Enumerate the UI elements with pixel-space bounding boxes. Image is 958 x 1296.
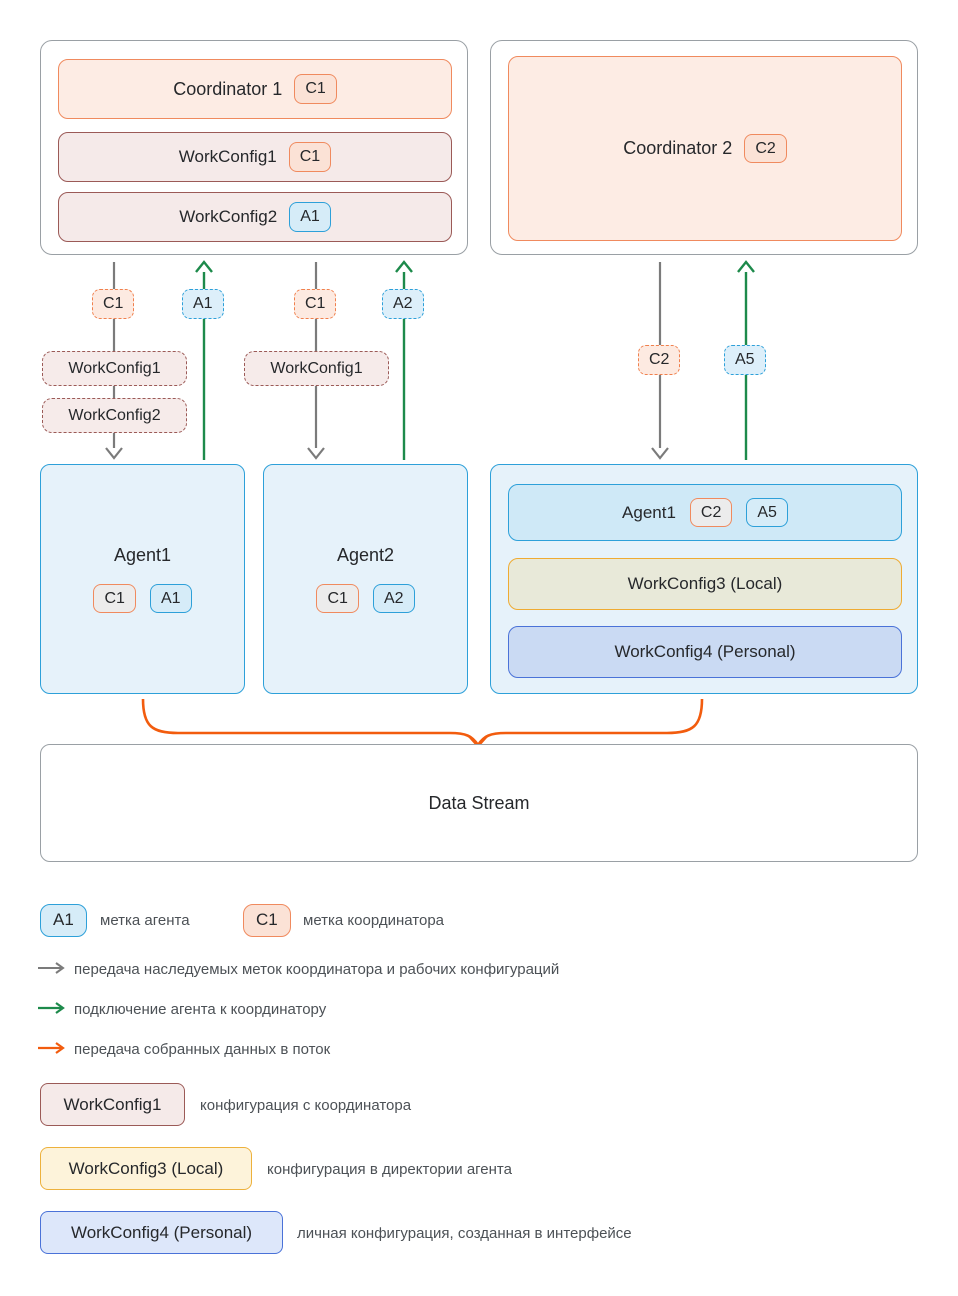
agent-group-agent-title: Agent1 bbox=[622, 502, 676, 522]
agent1-coordinator-tag-badge: C1 bbox=[93, 583, 136, 614]
orange-data-stream-arrow bbox=[141, 698, 704, 748]
flow1-config-chip-workconfig1: WorkConfig1 bbox=[42, 351, 187, 386]
agent2-agent-tag-badge: A2 bbox=[372, 583, 415, 614]
flow2-agent-tag-badge: A2 bbox=[382, 289, 424, 319]
agent1-title: Agent1 bbox=[113, 544, 172, 565]
coordinator1-node: Coordinator 1 C1 bbox=[58, 59, 452, 119]
coordinator2-title: Coordinator 2 bbox=[623, 138, 733, 158]
legend-workconfig1-desc: конфигурация с координатора bbox=[200, 1097, 412, 1114]
legend-coordinator-badge-label: метка координатора bbox=[303, 912, 444, 929]
agent1-box: Agent1 C1 A1 bbox=[40, 464, 245, 694]
workconfig3-local-node: WorkConfig3 (Local) bbox=[508, 558, 902, 610]
legend-orange-arrow-label: передача собранных данных в поток bbox=[74, 1041, 331, 1058]
legend-gray-arrow-label: передача наследуемых меток координатора … bbox=[74, 961, 560, 978]
legend-orange-arrow-icon bbox=[38, 1042, 65, 1054]
agent1-agent-tag-badge: A1 bbox=[149, 583, 192, 614]
legend-green-arrow-icon bbox=[38, 1002, 65, 1014]
coordinator1-workconfig2: WorkConfig2 A1 bbox=[58, 192, 452, 242]
legend-workconfig1-box: WorkConfig1 bbox=[40, 1083, 185, 1126]
legend-green-arrow-label: подключение агента к координатору bbox=[74, 1001, 327, 1018]
data-stream-box: Data Stream bbox=[40, 744, 918, 862]
coordinator1-workconfig1: WorkConfig1 C1 bbox=[58, 132, 452, 182]
data-stream-title: Data Stream bbox=[428, 792, 530, 813]
agent-group-agent-tag-badge: A5 bbox=[746, 497, 788, 528]
coordinator2-tag-badge: C2 bbox=[744, 133, 787, 164]
agent-group-agent-node: Agent1 C2 A5 bbox=[508, 484, 902, 541]
coordinator1-title: Coordinator 1 bbox=[173, 78, 283, 99]
legend-agent-badge-label: метка агента bbox=[100, 912, 190, 929]
legend-gray-arrow-icon bbox=[38, 962, 65, 974]
coordinator1-group-box: Coordinator 1 C1 WorkConfig1 C1 WorkConf… bbox=[40, 40, 468, 255]
workconfig1-label: WorkConfig1 bbox=[178, 147, 277, 166]
coordinator2-group-box: Coordinator 2 C2 bbox=[490, 40, 918, 255]
flow3-agent-tag-badge: A5 bbox=[724, 345, 766, 375]
coordinator2-node: Coordinator 2 C2 bbox=[508, 56, 902, 241]
flow1-config-chip-workconfig2: WorkConfig2 bbox=[42, 398, 187, 433]
agent-group-coordinator-tag-badge: C2 bbox=[689, 497, 733, 528]
legend-workconfig3-desc: конфигурация в директории агента bbox=[267, 1161, 512, 1178]
legend-coordinator-badge: C1 bbox=[243, 904, 291, 937]
agent2-coordinator-tag-badge: C1 bbox=[316, 583, 359, 614]
agent2-title: Agent2 bbox=[336, 544, 395, 565]
flow1-agent-tag-badge: A1 bbox=[182, 289, 224, 319]
coordinator1-tag-badge: C1 bbox=[294, 74, 337, 104]
flow3-coordinator-tag-badge: C2 bbox=[638, 345, 681, 375]
legend-agent-badge: A1 bbox=[40, 904, 87, 937]
agent-group-box: Agent1 C2 A5 WorkConfig3 (Local) WorkCon… bbox=[490, 464, 918, 694]
workconfig2-label: WorkConfig2 bbox=[179, 207, 278, 226]
legend-workconfig4-box: WorkConfig4 (Personal) bbox=[40, 1211, 283, 1254]
agent2-box: Agent2 C1 A2 bbox=[263, 464, 468, 694]
legend-workconfig3-box: WorkConfig3 (Local) bbox=[40, 1147, 252, 1190]
flow2-coordinator-tag-badge: C1 bbox=[294, 289, 337, 319]
workconfig2-tag-badge: A1 bbox=[289, 202, 331, 232]
flow1-coordinator-tag-badge: C1 bbox=[92, 289, 135, 319]
flow2-config-chip-workconfig1: WorkConfig1 bbox=[244, 351, 389, 386]
legend-workconfig4-desc: личная конфигурация, созданная в интерфе… bbox=[297, 1225, 632, 1242]
workconfig1-tag-badge: C1 bbox=[288, 142, 332, 172]
workconfig4-personal-node: WorkConfig4 (Personal) bbox=[508, 626, 902, 678]
